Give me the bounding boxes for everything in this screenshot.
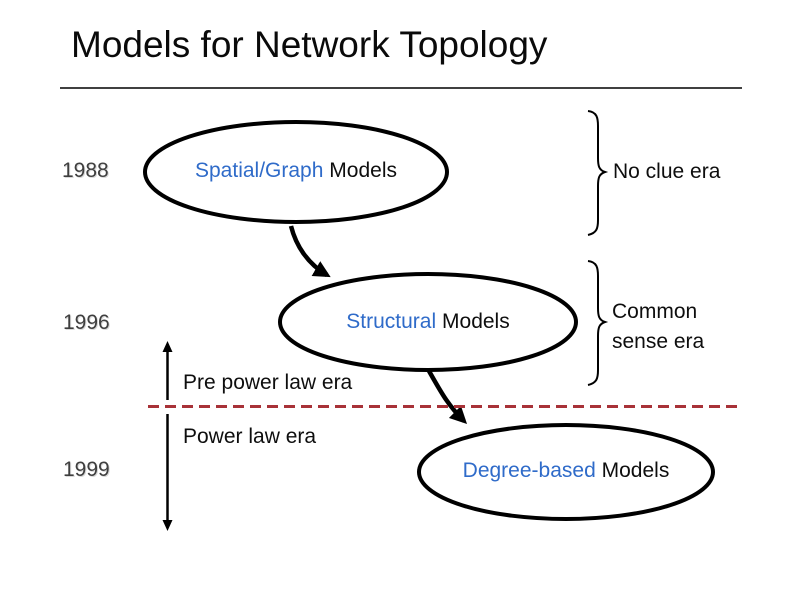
slide-title: Models for Network Topology — [71, 24, 548, 65]
era-label-no-clue: No clue era — [613, 160, 721, 183]
arrowhead-down — [162, 520, 173, 531]
year-label-1996: 1996 — [63, 311, 110, 334]
brace-no-clue-era — [587, 110, 609, 236]
ellipse-structural-models — [278, 272, 578, 372]
arrow-spatial-to-structural — [288, 225, 331, 278]
era-common-line1: Common — [612, 300, 698, 323]
node-structural-rest: Models — [442, 310, 510, 333]
arrowhead-up — [162, 341, 173, 352]
brace-common-sense-era — [587, 260, 609, 386]
era-label-pre-power-law: Pre power law era — [183, 371, 353, 394]
era-label-power-law: Power law era — [183, 425, 317, 448]
timeline-arrow — [162, 341, 173, 531]
arrow-structural-to-degree — [427, 369, 468, 425]
year-label-1999: 1999 — [63, 458, 110, 481]
year-label-1988: 1988 — [62, 159, 109, 182]
ellipse-degree-based-models — [417, 423, 715, 521]
era-common-line2: sense era — [612, 330, 705, 353]
ellipse-spatial-graph-models — [143, 120, 449, 224]
node-structural-highlight: Structural — [346, 310, 437, 333]
node-degree-rest: Models — [601, 459, 670, 482]
era-label-common-sense: Common sense era — [612, 297, 762, 357]
node-degree-highlight: Degree-based — [462, 459, 596, 482]
node-spatial-rest: Models — [329, 159, 397, 182]
node-spatial-highlight: Spatial/Graph — [195, 159, 324, 182]
